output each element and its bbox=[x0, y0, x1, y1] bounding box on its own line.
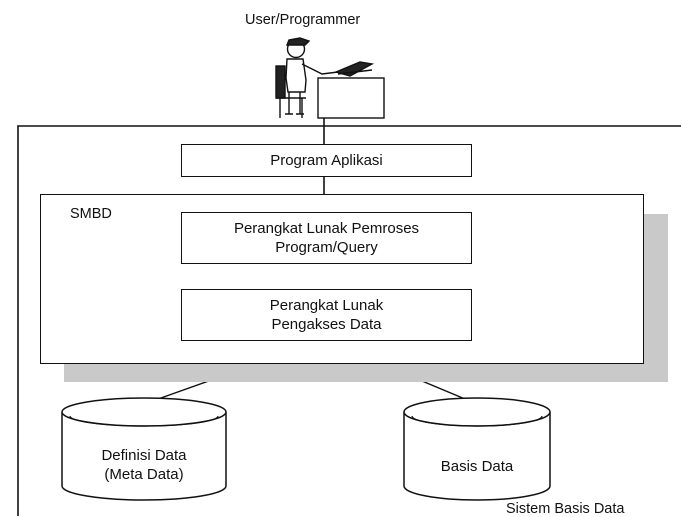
definisi-data-cylinder bbox=[61, 397, 227, 501]
pengakses-data-box: Perangkat Lunak Pengakses Data bbox=[181, 289, 472, 341]
system-frame bbox=[17, 125, 681, 516]
basis-data-cylinder bbox=[403, 397, 551, 501]
user-label: User/Programmer bbox=[245, 12, 361, 28]
pemroses-query-box: Perangkat Lunak Pemroses Program/Query bbox=[181, 212, 472, 264]
program-aplikasi-box: Program Aplikasi bbox=[181, 144, 472, 177]
smbd-label: SMBD bbox=[70, 206, 112, 222]
basis-data-label: Basis Data bbox=[440, 458, 514, 475]
sistem-basis-data-label: Sistem Basis Data bbox=[506, 501, 625, 517]
definisi-data-label: Definisi Data (Meta Data) bbox=[101, 447, 187, 483]
